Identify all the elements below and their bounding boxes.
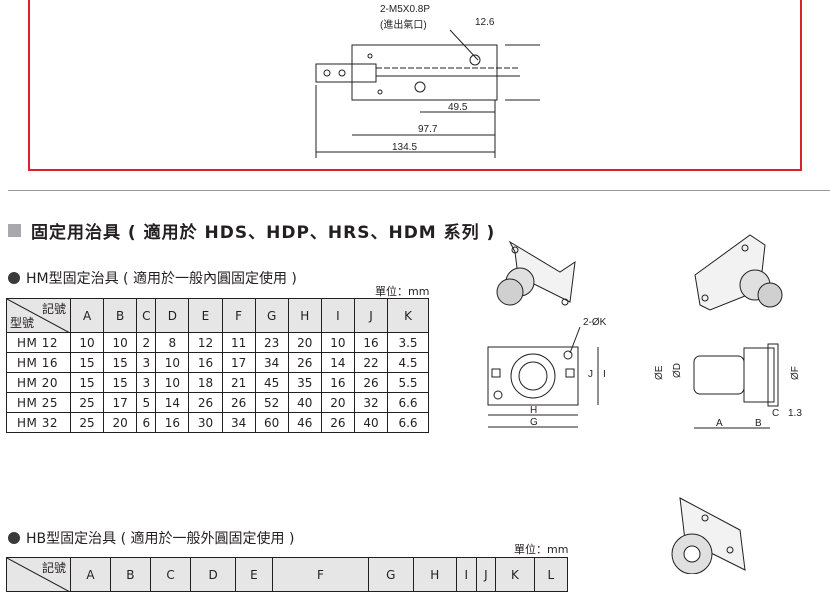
header-corner: 記號: [6, 557, 71, 592]
dim-97-7: 97.7: [418, 124, 438, 135]
hm-iso-view-right: [694, 234, 783, 311]
col-header: G: [254, 298, 289, 333]
col-header: I: [320, 298, 355, 333]
hb-unit: 單位：mm: [514, 543, 569, 556]
header-corner: 記號 型號: [6, 298, 71, 333]
col-header: F: [271, 557, 369, 592]
shaft-outline: [693, 355, 745, 395]
circle-bullet-icon: [8, 532, 20, 544]
col-header: D: [190, 557, 236, 592]
col-header: B: [109, 557, 151, 592]
col-header: D: [155, 298, 190, 333]
col-header: L: [533, 557, 569, 592]
col-header: C: [136, 298, 157, 333]
hm-title: HM型固定治具 ( 適用於一般內圓固定使用 ): [26, 271, 297, 287]
cylinder-body: [351, 44, 498, 101]
hm-front-view: 2-ØK H G J I: [487, 317, 607, 428]
col-header: F: [221, 298, 256, 333]
col-header: G: [367, 557, 414, 592]
port-callout-1: 2-M5X0.8P: [380, 4, 430, 15]
hb-heading: HB型固定治具 ( 適用於一般外圓固定使用 ): [8, 528, 294, 548]
svg-text:C: C: [772, 408, 779, 419]
svg-text:ØE: ØE: [654, 365, 665, 380]
svg-text:ØF: ØF: [790, 366, 801, 380]
col-header: E: [234, 557, 273, 592]
dim-12-6: 12.6: [475, 17, 495, 28]
col-header: H: [287, 298, 322, 333]
hm-iso-view-left: [496, 240, 576, 306]
plate-outline: [487, 346, 579, 406]
section-title: 固定用治具 ( 適用於 HDS、HDP、HRS、HDM 系列 ): [31, 223, 496, 243]
col-header: K: [387, 298, 429, 333]
col-header: J: [353, 298, 389, 333]
svg-text:ØD: ØD: [672, 363, 683, 378]
hb-spec-table: 記號 A B C D E F G H I J K L: [6, 557, 569, 592]
col-header: B: [103, 298, 138, 333]
circle-bullet-icon: [8, 272, 20, 284]
rod-block: [315, 63, 377, 83]
port-callout-2: (進出氣口): [380, 18, 427, 31]
dim-49-5: 49.5: [448, 102, 468, 113]
top-drawing-frame: [28, 0, 802, 171]
svg-text:H: H: [530, 405, 537, 416]
square-bullet-icon: [8, 224, 21, 237]
section-heading: 固定用治具 ( 適用於 HDS、HDP、HRS、HDM 系列 ): [8, 218, 495, 243]
hole-label: 2-ØK: [583, 317, 607, 328]
svg-text:B: B: [755, 418, 762, 429]
flange-outline: [743, 347, 775, 403]
svg-text:G: G: [530, 417, 538, 428]
section-divider: [8, 190, 830, 191]
col-header: A: [70, 557, 111, 592]
col-header: A: [69, 298, 105, 333]
dim-134-5: 134.5: [392, 142, 417, 153]
col-header: I: [455, 557, 477, 592]
hb-title: HB型固定治具 ( 適用於一般外圓固定使用 ): [26, 531, 295, 547]
svg-text:1.3: 1.3: [788, 408, 802, 419]
col-header: K: [495, 557, 535, 592]
col-header: J: [475, 557, 497, 592]
hm-side-view: ØE ØD ØF A B C 1.3: [654, 343, 802, 429]
svg-text:A: A: [716, 418, 723, 429]
col-header: E: [188, 298, 223, 333]
hb-iso-view: [671, 497, 746, 574]
col-header: H: [412, 557, 457, 592]
col-header: C: [149, 557, 192, 592]
cylinder-drawing: 2-M5X0.8P (進出氣口) 12.6 24 49.5 97.7 134.5: [315, 4, 540, 158]
svg-text:I: I: [603, 369, 606, 380]
hm-unit: 單位：mm: [375, 285, 430, 298]
svg-text:J: J: [588, 369, 593, 380]
hm-heading: HM型固定治具 ( 適用於一般內圓固定使用 ): [8, 268, 297, 288]
